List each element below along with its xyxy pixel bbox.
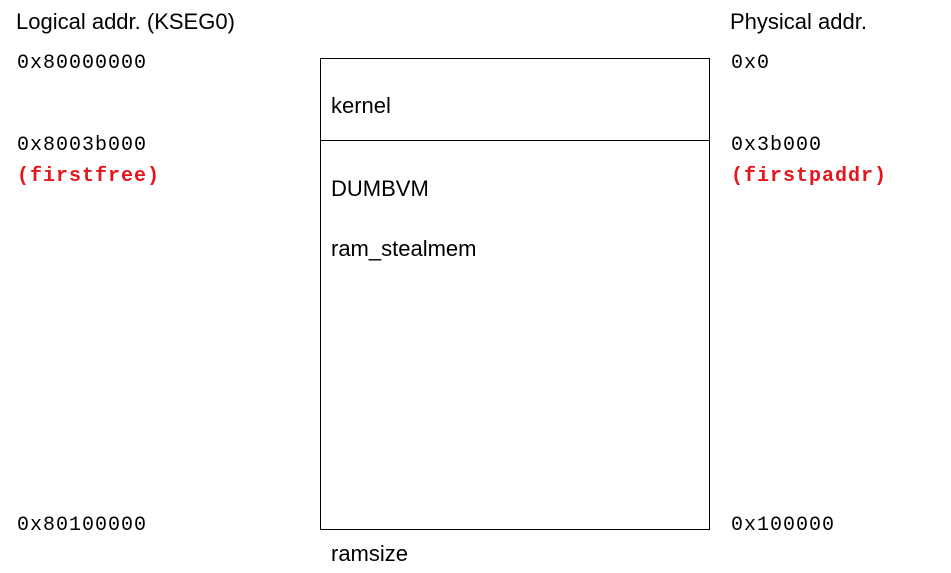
physical-address-firstpaddr: 0x3b000 [731, 134, 823, 157]
logical-address-heading: Logical addr. (KSEG0) [16, 9, 235, 34]
memory-map-box [320, 58, 710, 530]
ramsize-label: ramsize [331, 541, 409, 566]
physical-address-heading: Physical addr. [730, 9, 867, 34]
logical-address-firstfree: 0x8003b000 [17, 134, 148, 157]
firstpaddr-marker: (firstpaddr) [731, 165, 888, 188]
logical-address-end: 0x80100000 [17, 514, 148, 537]
physical-address-end: 0x100000 [731, 514, 836, 537]
dumbvm-label: DUMBVM [331, 176, 429, 201]
ram-stealmem-label: ram_stealmem [331, 236, 477, 261]
firstfree-marker: (firstfree) [17, 165, 161, 188]
kernel-region-divider [321, 140, 709, 141]
kernel-region-label: kernel [331, 93, 391, 118]
physical-address-start: 0x0 [731, 52, 771, 75]
logical-address-start: 0x80000000 [17, 52, 148, 75]
